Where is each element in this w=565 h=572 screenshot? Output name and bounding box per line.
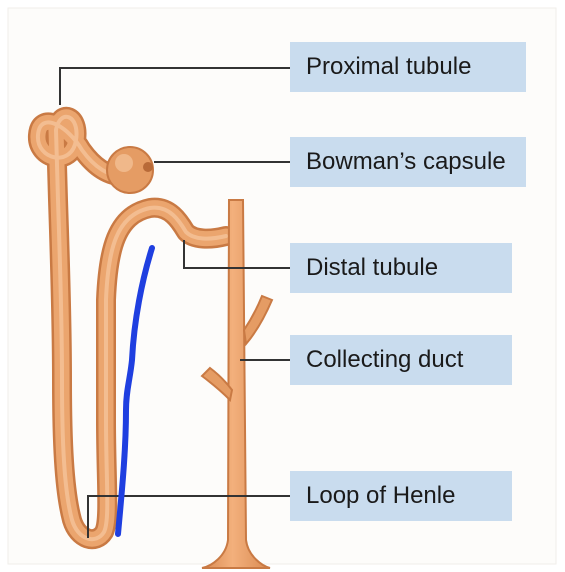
label-proximal-tubule: Proximal tubule [290,42,526,92]
label-proximal-tubule-text: Proximal tubule [306,53,471,81]
label-loop-of-henle-text: Loop of Henle [306,482,455,510]
label-collecting-duct: Collecting duct [290,335,512,385]
label-distal-tubule: Distal tubule [290,243,512,293]
label-distal-tubule-text: Distal tubule [306,254,438,282]
label-bowmans-capsule-text: Bowman’s capsule [306,148,506,176]
label-collecting-duct-text: Collecting duct [306,346,463,374]
label-bowmans-capsule: Bowman’s capsule [290,137,526,187]
label-loop-of-henle: Loop of Henle [290,471,512,521]
bowmans-capsule-shape [107,147,153,193]
